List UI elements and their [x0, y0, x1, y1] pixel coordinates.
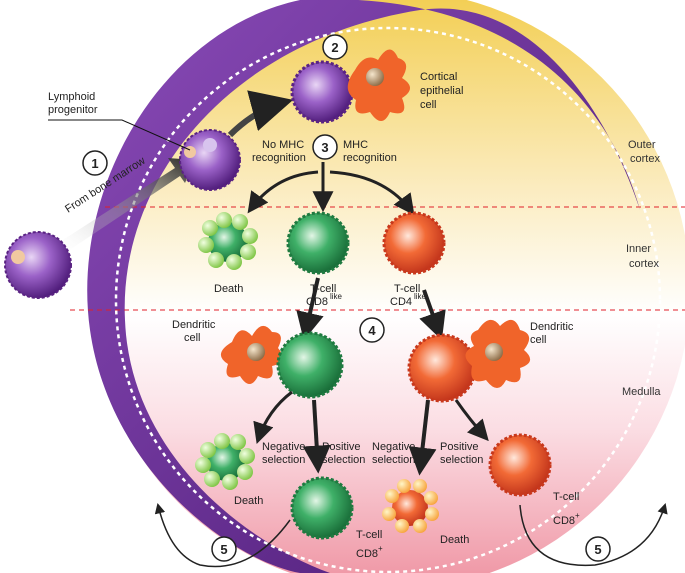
exit-arrow-right	[519, 502, 668, 567]
neg-sel-left-2: selection	[262, 454, 305, 466]
arrow-neg-sel-left	[253, 390, 293, 444]
no-mhc-label-1: No MHC	[262, 139, 304, 151]
tcell-cd8-positive	[290, 476, 354, 540]
step-5-left-number: 5	[220, 542, 227, 557]
cd8like-label-sup: like	[330, 292, 343, 301]
dendritic-left-label-2: cell	[184, 332, 201, 344]
death-right-label: Death	[440, 534, 469, 546]
zone-inner-line2: cortex	[629, 258, 659, 270]
exit-arrow-left	[154, 502, 291, 568]
cd8like-label-2: CD8	[306, 296, 328, 308]
pos-sel-left-1: Positive	[322, 441, 361, 453]
tcell-cd4-medulla	[407, 333, 477, 403]
step-3-badge	[312, 134, 338, 160]
cd8-right-label-1: T-cell	[553, 491, 579, 503]
no-mhc-label-2: recognition	[252, 152, 306, 164]
dendritic-right-nucleus	[485, 343, 503, 361]
cd8-right-label-2: CD8	[553, 515, 575, 527]
pos-sel-left-2: selection	[322, 454, 365, 466]
dendritic-left-label-1: Dendritic	[172, 319, 216, 331]
lymphoid-label-1: Lymphoid	[48, 91, 95, 103]
cd8-bottom-label-sup: +	[378, 544, 383, 553]
epithelial-label-3: cell	[420, 99, 437, 111]
step-2-number: 2	[331, 40, 338, 55]
lymphoid-label-2: progenitor	[48, 104, 98, 116]
death-inner-label: Death	[214, 283, 243, 295]
step-3-number: 3	[321, 140, 328, 155]
cd4like-label-sup: like	[414, 292, 427, 301]
epithelial-nucleus	[366, 68, 384, 86]
cd4like-label-1: T-cell	[394, 283, 420, 295]
arrow-to-cd4like	[329, 170, 415, 216]
step-2-badge	[322, 34, 348, 60]
medulla-boundary	[114, 26, 662, 573]
epithelial-label-1: Cortical	[420, 71, 457, 83]
apoptotic-cell-inner	[198, 212, 258, 270]
arrow-to-death-inner	[247, 170, 319, 214]
zone-outer-line2: cortex	[630, 153, 660, 165]
thymocyte-double-negative	[290, 60, 354, 124]
step-5-right-badge	[585, 536, 611, 562]
tcell-cd4like	[382, 211, 446, 275]
death-left-label: Death	[234, 495, 263, 507]
cd4like-label-2: CD4	[390, 296, 412, 308]
cd8-bottom-label-2: CD8	[356, 548, 378, 560]
mhc-label-1: MHC	[343, 139, 368, 151]
arrow-to-cortex	[227, 90, 294, 138]
step-5-left-badge	[211, 536, 237, 562]
zone-medulla: Medulla	[622, 386, 661, 398]
zone-outer-line1: Outer	[628, 139, 656, 151]
arrow-pos-sel-left	[302, 399, 331, 474]
step-1-badge	[82, 150, 108, 176]
step-5-right-number: 5	[594, 542, 601, 557]
dendritic-left-nucleus	[247, 343, 265, 361]
step-4-badge	[359, 317, 385, 343]
neg-sel-right-1: Negative	[372, 441, 415, 453]
mhc-label-2: recognition	[343, 152, 397, 164]
dendritic-right-label-1: Dendritic	[530, 321, 574, 333]
pos-sel-right-1: Positive	[440, 441, 479, 453]
dendritic-right-label-2: cell	[530, 334, 547, 346]
tcell-cd8-medulla	[276, 331, 344, 399]
neg-sel-right-2: selection	[372, 454, 415, 466]
progenitor-cell-outside	[4, 231, 72, 299]
arrow-cd8like-down	[296, 277, 324, 341]
zone-inner-line1: Inner	[626, 243, 651, 255]
arrow-neg-sel-right	[408, 399, 437, 476]
arrow-pos-sel-right	[454, 399, 489, 442]
epithelial-label-2: epithelial	[420, 85, 463, 97]
cd8-bottom-label-1: T-cell	[356, 529, 382, 541]
neg-sel-left-1: Negative	[262, 441, 305, 453]
arrow-cd4like-down	[419, 289, 446, 341]
step-4-number: 4	[368, 323, 376, 338]
apoptotic-cell-left	[195, 433, 255, 490]
apoptotic-cell-right	[382, 479, 439, 533]
pos-sel-right-2: selection	[440, 454, 483, 466]
bone-marrow-arrow	[55, 158, 195, 255]
tcell-cd4-positive	[488, 433, 552, 497]
cd8-right-label-sup: +	[575, 511, 580, 520]
lymphoid-leader-line	[48, 119, 191, 151]
step-1-number: 1	[91, 156, 98, 171]
cortical-epithelial-cell	[347, 49, 410, 121]
progenitor-cell-entering	[179, 129, 241, 191]
tcell-cd8like	[286, 211, 350, 275]
